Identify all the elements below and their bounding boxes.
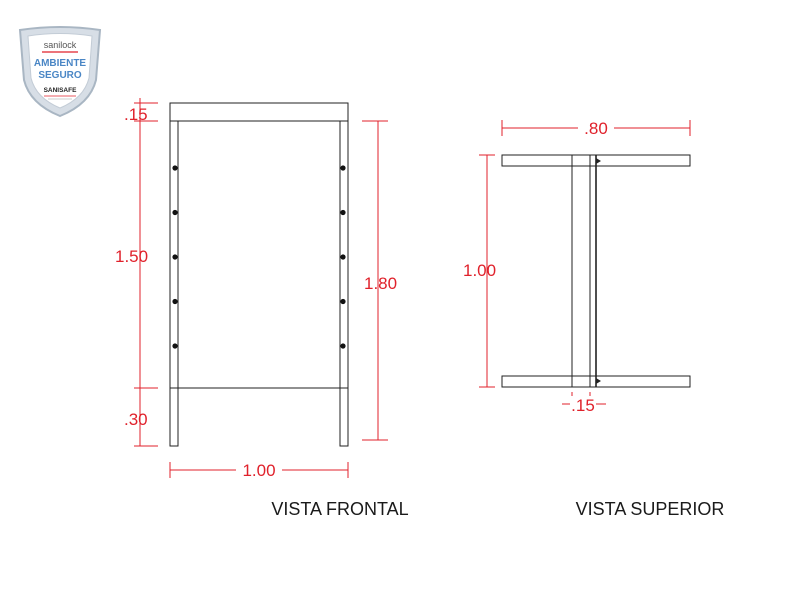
mounting-hole — [172, 165, 178, 171]
badge-brand: sanilock — [44, 40, 77, 50]
top-post-label: .15 — [571, 396, 595, 415]
mounting-hole — [340, 298, 346, 305]
front-total-height-label: 1.80 — [364, 274, 397, 293]
top-web-marker-upper — [596, 158, 601, 164]
top-post-label-bg — [570, 396, 596, 412]
badge-subtitle: SANISAFE — [44, 87, 78, 94]
ambiente-seguro-badge: sanilock AMBIENTE SEGURO SANISAFE — [18, 26, 102, 118]
front-view-caption: VISTA FRONTAL — [271, 499, 408, 519]
mounting-hole — [340, 343, 346, 349]
mounting-hole — [340, 254, 346, 260]
top-view: .80 1.00 .15 VISTA SUPERIOR — [463, 118, 724, 519]
mounting-hole — [172, 343, 178, 349]
front-width-label: 1.00 — [242, 461, 275, 480]
top-web-marker-lower — [596, 378, 601, 384]
mounting-hole — [172, 254, 178, 260]
mounting-hole — [340, 209, 346, 216]
front-width-label-bg — [236, 460, 282, 480]
mounting-hole — [172, 298, 178, 305]
front-bottom-height-label: .30 — [124, 410, 148, 429]
top-depth-label: 1.00 — [463, 261, 496, 280]
mounting-hole — [340, 165, 346, 171]
top-width-label: .80 — [584, 119, 608, 138]
front-top-height-label: .15 — [124, 105, 148, 124]
top-width-label-bg — [578, 118, 614, 138]
top-view-caption: VISTA SUPERIOR — [576, 499, 725, 519]
front-holes — [172, 165, 346, 349]
mounting-hole — [172, 209, 178, 216]
badge-title-line1: AMBIENTE — [34, 58, 87, 69]
badge-title-line2: SEGURO — [38, 70, 82, 81]
front-top-cap — [169, 102, 349, 122]
front-middle-height-label: 1.50 — [115, 247, 148, 266]
front-view: .15 1.50 .30 1.80 1.00 VISTA FRONTAL — [115, 98, 409, 519]
